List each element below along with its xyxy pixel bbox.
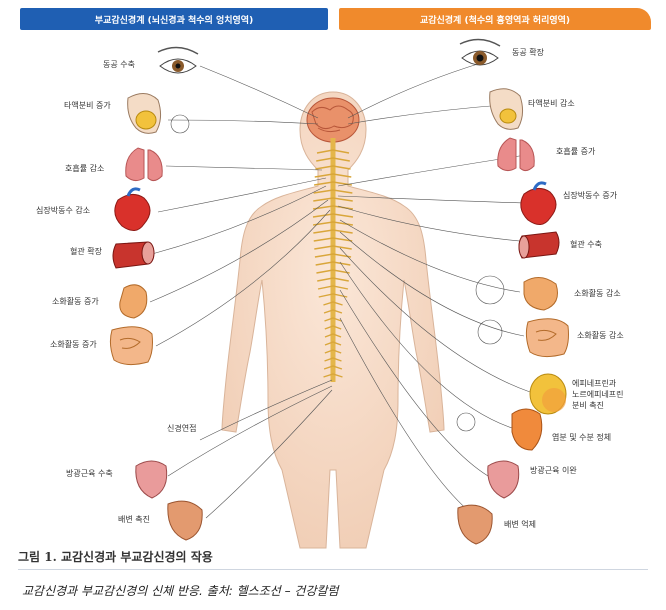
- label-vessel-constrict: 혈관 수축: [570, 240, 602, 249]
- bladder-icon: [487, 460, 520, 499]
- blood-vessel-icon: [518, 231, 560, 259]
- label-glucose-retention: 엽분 및 수분 정체: [552, 433, 612, 442]
- sympathetic-header: 교감신경계 (척수의 흉영역과 허리영역): [339, 8, 651, 30]
- label-digestion-increase-1: 소화활동 증가: [52, 297, 99, 306]
- label-breath-decrease: 호흡률 감소: [65, 164, 105, 173]
- label-defecation-promote: 배변 촉진: [118, 515, 150, 524]
- salivary-gland-icon: [127, 93, 162, 134]
- blood-vessel-icon: [112, 241, 155, 269]
- stomach-icon: [119, 284, 148, 319]
- parasympathetic-header: 부교감신경계 (뇌신경과 척수의 엉치영역): [20, 8, 328, 30]
- label-pupil-dilate: 동공 확장: [512, 48, 544, 57]
- ganglion-circle: [475, 275, 505, 305]
- divider: [18, 569, 648, 570]
- brain-icon: [306, 97, 360, 143]
- label-pupil-constrict: 동공 수축: [103, 60, 135, 69]
- label-saliva-increase: 타액분비 증가: [64, 101, 111, 110]
- pancreas-icon: [511, 408, 543, 451]
- figure-caption: 그림 1. 교감신경과 부교감신경의 작용: [18, 550, 213, 564]
- ganglion-circle: [170, 114, 190, 134]
- label-saliva-decrease: 타액분비 감소: [528, 99, 575, 108]
- heart-icon: [520, 181, 557, 225]
- ganglion-circle: [477, 319, 503, 345]
- ganglion-circle: [456, 412, 476, 432]
- label-bladder-contract: 방광근육 수축: [66, 469, 113, 478]
- eye-icon: [459, 38, 501, 66]
- label-bladder-relax: 방광근육 이완: [530, 466, 577, 475]
- heart-icon: [114, 187, 151, 231]
- label-adrenal-3: 분비 촉진: [572, 401, 604, 410]
- label-vessel-dilate: 혈관 확장: [70, 247, 102, 256]
- lungs-icon: [125, 147, 163, 182]
- label-digestion-increase-2: 소화활동 증가: [50, 340, 97, 349]
- eye-icon: [157, 46, 199, 74]
- source-caption: 교감신경과 부교감신경의 신체 반응. 출처: 헬스조선 – 건강칼럼: [22, 584, 339, 598]
- rectum-icon: [457, 504, 493, 545]
- label-digestion-decrease-2: 소화활동 감소: [577, 331, 624, 340]
- label-adrenal-2: 노르에피네프린: [572, 390, 624, 399]
- label-digestion-decrease-1: 소화활동 감소: [574, 289, 621, 298]
- lungs-icon: [497, 137, 535, 172]
- stomach-icon: [523, 277, 558, 311]
- label-heart-increase: 심장박동수 증가: [563, 191, 618, 200]
- intestine-icon: [525, 318, 569, 358]
- adrenal-icon: [529, 373, 567, 415]
- spinal-cord-icon: [312, 138, 354, 382]
- label-heart-decrease: 심장박동수 감소: [36, 206, 91, 215]
- bladder-icon: [135, 460, 168, 499]
- label-adrenal-1: 에피네프린과: [572, 379, 617, 388]
- intestine-icon: [109, 326, 153, 366]
- label-ganglion: 신경연접: [167, 424, 197, 433]
- label-breath-increase: 호흡률 증가: [556, 147, 596, 156]
- salivary-gland-icon: [489, 88, 524, 130]
- rectum-icon: [167, 500, 203, 541]
- label-defecation-inhibit: 배변 억제: [504, 520, 536, 529]
